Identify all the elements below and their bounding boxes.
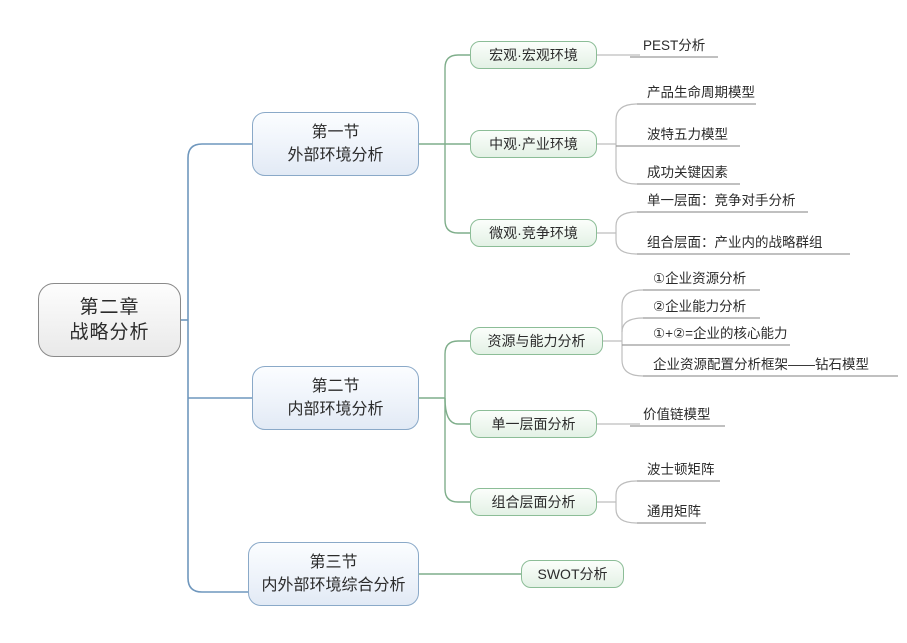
subnode-portfolio-level-label: 组合层面分析 — [491, 493, 576, 510]
leaf-competitor[interactable]: 单一层面：竞争对手分析 — [644, 192, 799, 212]
sec2-to-portfolio — [444, 488, 470, 503]
sec2-to-resource — [444, 340, 470, 355]
leaf-value-chain[interactable]: 价值链模型 — [640, 406, 714, 426]
root-node[interactable]: 第二章 战略分析 — [38, 283, 181, 357]
subnode-micro-label: 微观·竞争环境 — [489, 224, 578, 241]
root-title-line1: 第二章 — [79, 297, 140, 318]
section-2-line1: 第二节 — [311, 378, 360, 395]
subnode-macro-label: 宏观·宏观环境 — [489, 46, 578, 63]
leaf-ge-label: 通用矩阵 — [647, 504, 701, 519]
subnode-macro[interactable]: 宏观·宏观环境 — [470, 41, 597, 69]
leaf-resource-label: ①企业资源分析 — [653, 271, 747, 286]
leaf-porter-label: 波特五力模型 — [647, 127, 728, 142]
trunk-connector-group — [181, 143, 252, 593]
trunk-branch-section-1 — [187, 143, 252, 159]
leaf-core-competence[interactable]: ①+②=企业的核心能力 — [650, 325, 790, 345]
section-2-line2: 内部环境分析 — [287, 401, 384, 418]
leaf-ksf-label: 成功关键因素 — [647, 165, 728, 180]
leaf-pest-label: PEST分析 — [643, 38, 706, 53]
subnode-meso[interactable]: 中观·产业环境 — [470, 130, 597, 158]
leaf-value-chain-label: 价值链模型 — [643, 407, 711, 422]
leaf-core-competence-label: ①+②=企业的核心能力 — [653, 326, 788, 341]
leaf-diamond[interactable]: 企业资源配置分析框架——钻石模型 — [650, 356, 872, 376]
sec1-to-micro — [444, 219, 470, 234]
resource-bracket-inner — [621, 317, 644, 333]
leaf-bcg[interactable]: 波士顿矩阵 — [644, 461, 718, 481]
meso-bracket — [615, 103, 638, 185]
leaf-plc[interactable]: 产品生命周期模型 — [644, 84, 758, 104]
subnode-single-level-label: 单一层面分析 — [491, 415, 576, 432]
subnode-resource-capability[interactable]: 资源与能力分析 — [470, 327, 603, 355]
trunk-branch-section-3 — [187, 577, 252, 593]
leaf-competitor-label: 单一层面：竞争对手分析 — [647, 193, 796, 208]
leaf-ksf[interactable]: 成功关键因素 — [644, 164, 731, 184]
subnode-portfolio-level[interactable]: 组合层面分析 — [470, 488, 597, 516]
section-3-line2: 内外部环境综合分析 — [261, 577, 406, 594]
leaf-strategic-group[interactable]: 组合层面：产业内的战略群组 — [644, 234, 826, 254]
section-3-line1: 第三节 — [309, 554, 358, 571]
subnode-single-level[interactable]: 单一层面分析 — [470, 410, 597, 438]
leaf-ge[interactable]: 通用矩阵 — [644, 503, 704, 523]
leaf-porter[interactable]: 波特五力模型 — [644, 126, 731, 146]
section-node-3[interactable]: 第三节 内外部环境综合分析 — [248, 542, 419, 606]
section-1-line2: 外部环境分析 — [287, 147, 384, 164]
portfolio-bracket — [615, 480, 638, 524]
leaf-diamond-label: 企业资源配置分析框架——钻石模型 — [653, 357, 869, 372]
leaf-capability-label: ②企业能力分析 — [653, 299, 747, 314]
subnode-micro[interactable]: 微观·竞争环境 — [470, 219, 597, 247]
branch-connector-section-2 — [419, 340, 470, 503]
subnode-swot-label: SWOT分析 — [537, 565, 608, 582]
leaf-capability[interactable]: ②企业能力分析 — [650, 298, 749, 318]
micro-bracket — [615, 211, 638, 255]
section-node-2[interactable]: 第二节 内部环境分析 — [252, 366, 419, 430]
leaf-resource[interactable]: ①企业资源分析 — [650, 270, 749, 290]
branch-connector-section-1 — [419, 54, 470, 234]
root-title-line2: 战略分析 — [69, 322, 150, 343]
sec1-to-macro — [444, 54, 470, 69]
leaf-strategic-group-label: 组合层面：产业内的战略群组 — [647, 235, 823, 250]
resource-bracket-outer — [621, 289, 644, 377]
subnode-swot[interactable]: SWOT分析 — [521, 560, 624, 588]
section-node-1[interactable]: 第一节 外部环境分析 — [252, 112, 419, 176]
leaf-bcg-label: 波士顿矩阵 — [647, 462, 715, 477]
leaf-pest[interactable]: PEST分析 — [640, 37, 708, 57]
section-1-line1: 第一节 — [311, 124, 360, 141]
subnode-meso-label: 中观·产业环境 — [489, 135, 578, 152]
leaf-plc-label: 产品生命周期模型 — [647, 85, 755, 100]
subnode-resource-capability-label: 资源与能力分析 — [487, 332, 586, 349]
sec2-to-single — [444, 397, 470, 425]
